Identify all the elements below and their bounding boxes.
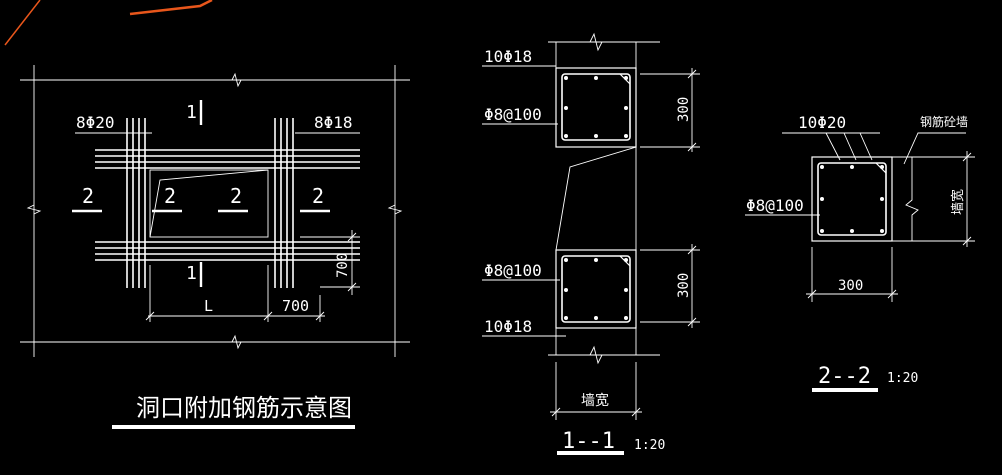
section-1-bottom-label: 1 [186,263,197,284]
drawing-title: 洞口附加钢筋示意图 [136,394,352,422]
bar-label-8phi20: 8Φ20 [76,113,115,132]
bar-label-8phi18: 8Φ18 [314,113,353,132]
s22-bars: 10Φ20 [798,113,846,132]
section-1-top-label: 1 [186,102,197,123]
s22-stirrup: Φ8@100 [746,196,804,215]
s11-top-stirrup: Φ8@100 [484,105,542,124]
orange-stray-line [129,0,213,16]
s11-scale: 1:20 [634,438,665,453]
dim-L: L [204,297,213,315]
s11-width-label: 墙宽 [581,392,609,409]
s22-width-label: 墙宽 [950,189,966,215]
s11-title: 1--1 [562,429,615,454]
section-2-label-d: 2 [312,184,324,208]
section-1-1-drawing [482,32,700,420]
s11-dim-300-bottom: 300 [676,273,692,298]
s22-dim-300: 300 [838,278,863,294]
orange-diagonal-line [4,0,41,46]
s22-scale: 1:20 [887,371,918,386]
section-2-label-c: 2 [230,184,242,208]
section-2-label-a: 2 [82,184,94,208]
s22-wall-label: 钢筋砼墙 [920,114,968,129]
dim-700-vertical: 700 [335,253,351,278]
dim-700-horizontal: 700 [282,297,309,315]
s11-dim-300-top: 300 [676,97,692,122]
opening-rebar-drawing [20,65,410,357]
section-2-2-drawing [745,132,975,302]
s22-title: 2--2 [818,364,871,389]
section-2-label-b: 2 [164,184,176,208]
s11-top-bars: 10Φ18 [484,47,532,66]
s11-bottom-stirrup: Φ8@100 [484,261,542,280]
s11-bottom-bars: 10Φ18 [484,317,532,336]
